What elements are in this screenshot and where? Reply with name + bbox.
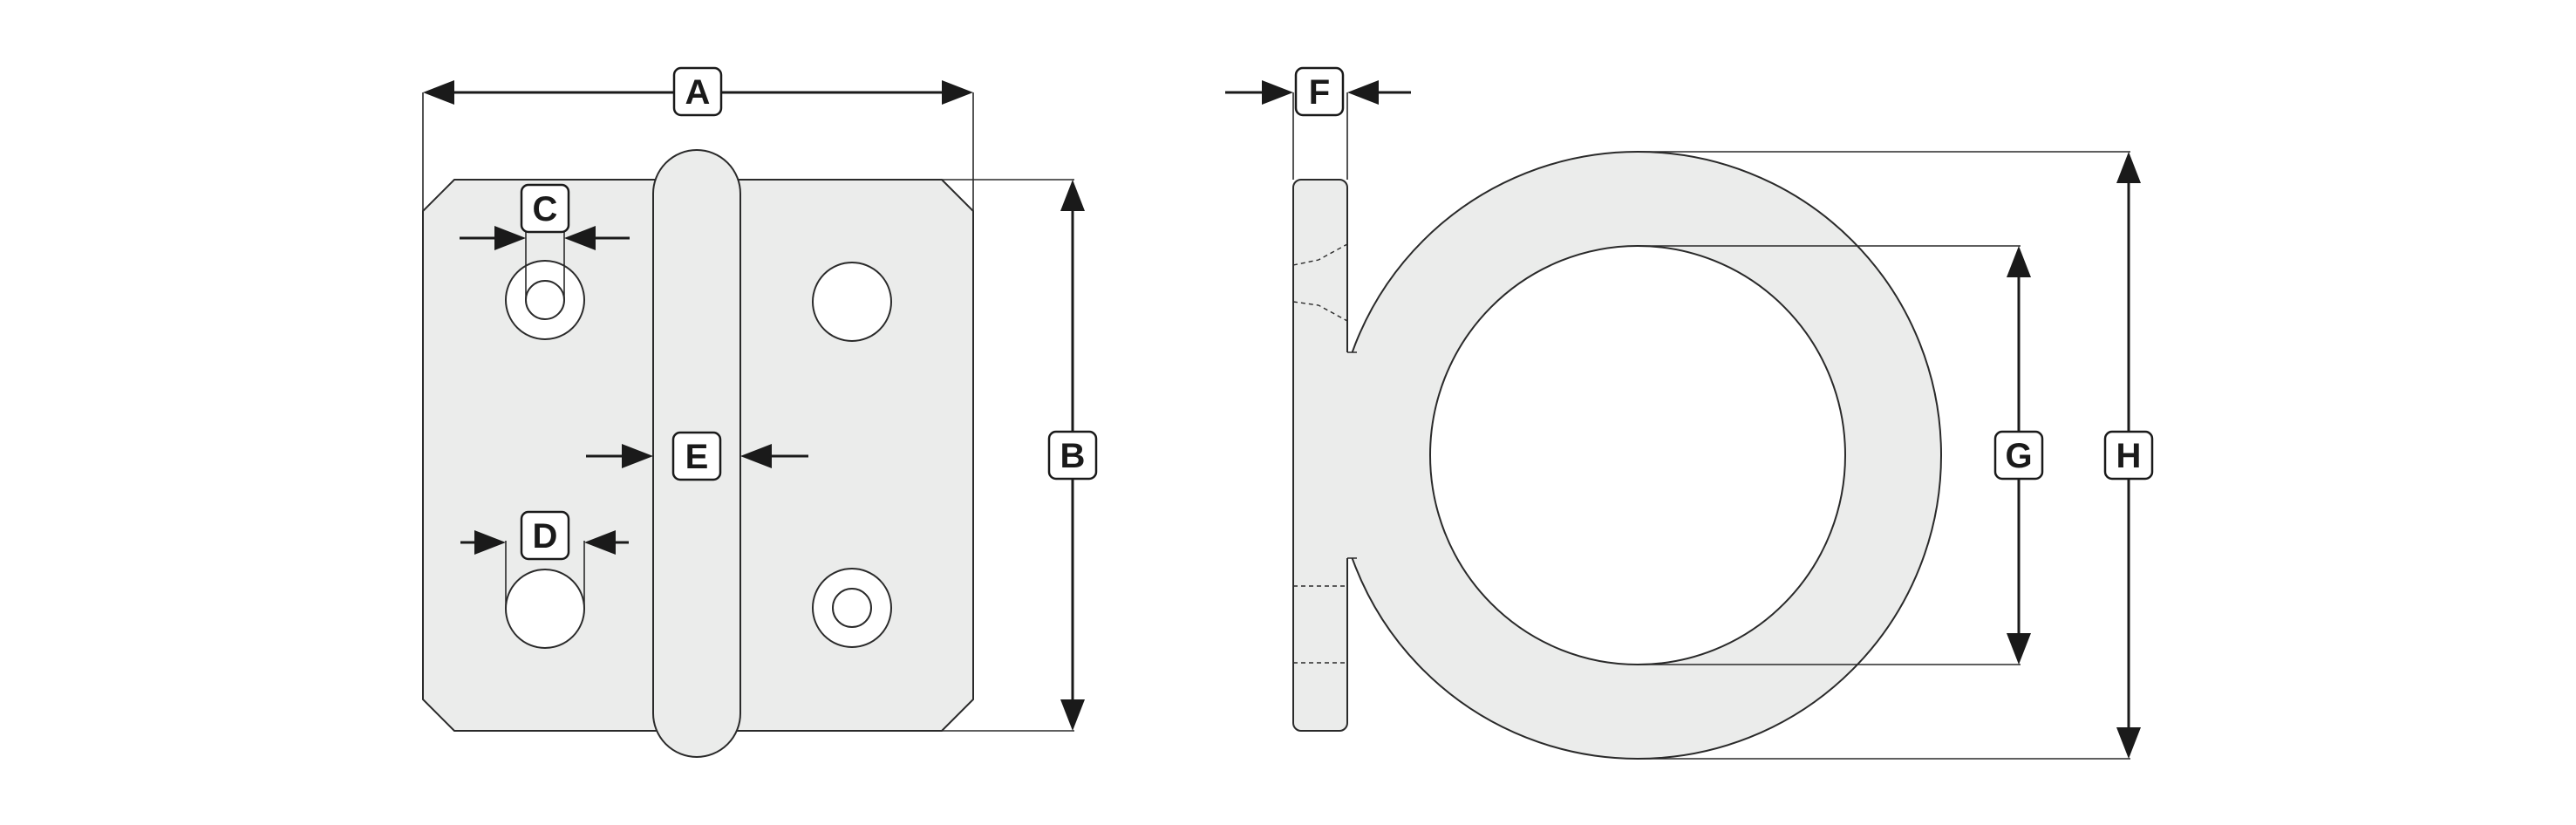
arrow-a-left	[423, 80, 454, 105]
label-e-tag: E	[671, 431, 722, 481]
label-c: C	[533, 190, 558, 228]
hole-top-left-inner	[525, 280, 565, 320]
hidden-line-upper	[1292, 243, 1348, 266]
arrow-d-right	[584, 530, 616, 555]
ring-neck	[1346, 352, 1372, 558]
hole-bottom-left	[505, 569, 585, 649]
dimension-g: G	[1638, 245, 2044, 665]
hole-top-right	[812, 262, 892, 342]
arrow-g-bottom	[2007, 633, 2031, 665]
arrow-f-left	[1262, 80, 1293, 105]
arrow-d-left	[474, 530, 506, 555]
label-f: F	[1309, 73, 1330, 112]
arrow-e-right	[740, 444, 772, 468]
label-g: G	[2005, 437, 2032, 475]
label-h-tag: H	[2103, 430, 2154, 481]
label-d: D	[533, 517, 558, 556]
arrow-a-right	[942, 80, 973, 105]
arrow-f-right	[1347, 80, 1379, 105]
side-plate	[1292, 179, 1348, 732]
dimension-d: D	[460, 510, 629, 609]
dimension-a: A	[422, 66, 974, 211]
label-d-tag: D	[520, 510, 570, 561]
label-b-tag: B	[1047, 430, 1098, 481]
label-b: B	[1060, 437, 1086, 475]
side-view	[1292, 150, 1942, 760]
label-a: A	[685, 73, 711, 112]
arrow-c-left	[494, 226, 526, 250]
label-h: H	[2116, 437, 2142, 475]
arrow-c-right	[564, 226, 596, 250]
arrow-e-left	[622, 444, 653, 468]
dimension-c: C	[460, 183, 630, 300]
dimension-f: F	[1225, 66, 1411, 180]
ring-neck-outline	[1347, 351, 1357, 559]
label-c-tag: C	[520, 183, 570, 234]
label-a-tag: A	[672, 66, 723, 117]
dimension-e: E	[586, 431, 808, 481]
label-e: E	[685, 438, 709, 476]
dimension-h: H	[1638, 151, 2154, 760]
hole-bottom-right-inner	[832, 588, 872, 628]
arrow-b-top	[1060, 180, 1085, 211]
ring	[1333, 150, 1942, 760]
arrow-g-top	[2007, 246, 2031, 277]
arrow-h-top	[2116, 152, 2141, 183]
label-g-tag: G	[1993, 430, 2044, 481]
label-f-tag: F	[1294, 66, 1345, 117]
arrow-b-bottom	[1060, 699, 1085, 731]
hidden-line-lower	[1292, 301, 1348, 322]
arrow-h-bottom	[2116, 727, 2141, 759]
dimension-b: B	[942, 179, 1098, 732]
